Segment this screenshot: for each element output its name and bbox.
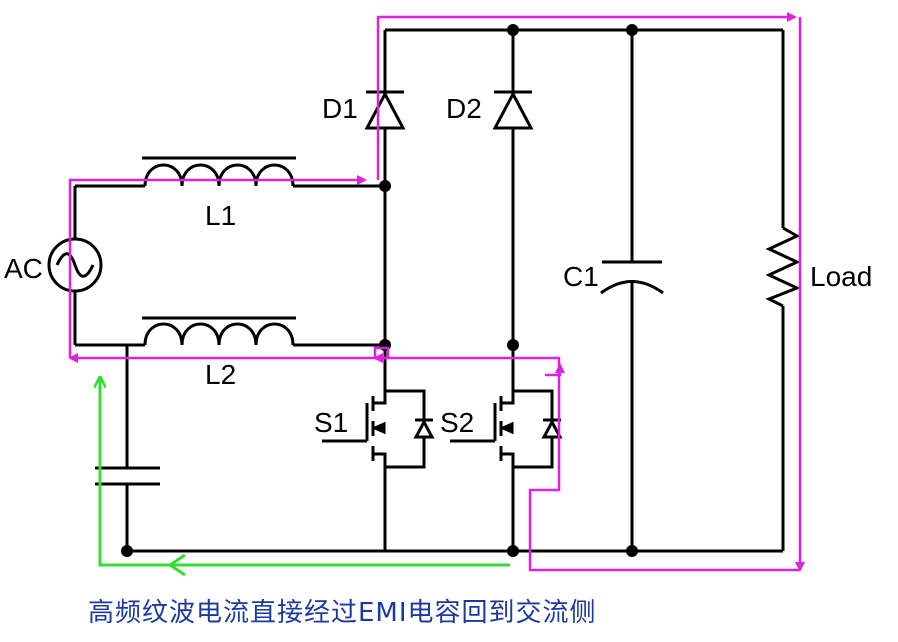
path-bottom-return (373, 353, 800, 572)
mosfet-s1 (322, 389, 435, 469)
ripple-bottom-arrow (100, 378, 510, 567)
capacitor-c1 (600, 260, 664, 295)
label-d1: D1 (322, 93, 358, 124)
junction-dot (626, 545, 638, 557)
label-c1: C1 (563, 261, 599, 292)
junction-dot (507, 24, 519, 36)
junction-dot (121, 545, 133, 557)
inductor-l1 (142, 156, 296, 187)
junction-dot (626, 24, 638, 36)
label-d2: D2 (446, 93, 482, 124)
label-ac: AC (4, 253, 43, 284)
path-ac-to-l1 (68, 175, 367, 357)
label-s2: S2 (440, 407, 474, 438)
magenta-current-path (68, 12, 805, 572)
diode-d1 (364, 90, 406, 130)
label-load: Load (810, 261, 872, 292)
diode-d2 (492, 90, 534, 130)
label-l1: L1 (205, 200, 236, 231)
caption-text: 高频纹波电流直接经过EMI电容回到交流侧 (88, 598, 597, 628)
ac-source-symbol (47, 237, 103, 293)
path-return-to-l2 (68, 346, 390, 363)
wires (73, 28, 785, 553)
ripple-left-arrow-head (167, 553, 186, 577)
path-through-d1 (376, 12, 797, 180)
label-l2: L2 (205, 359, 236, 390)
mosfet-s2 (450, 389, 563, 469)
green-ripple-path (100, 378, 510, 577)
path-s2-drain-marker (545, 363, 565, 377)
load-resistor (765, 226, 801, 308)
junction-dot (507, 545, 519, 557)
junction-dot (379, 180, 391, 192)
inductor-l2 (142, 316, 296, 346)
label-s1: S1 (314, 407, 348, 438)
junction-dot (507, 339, 519, 351)
emi-capacitor (95, 466, 160, 486)
